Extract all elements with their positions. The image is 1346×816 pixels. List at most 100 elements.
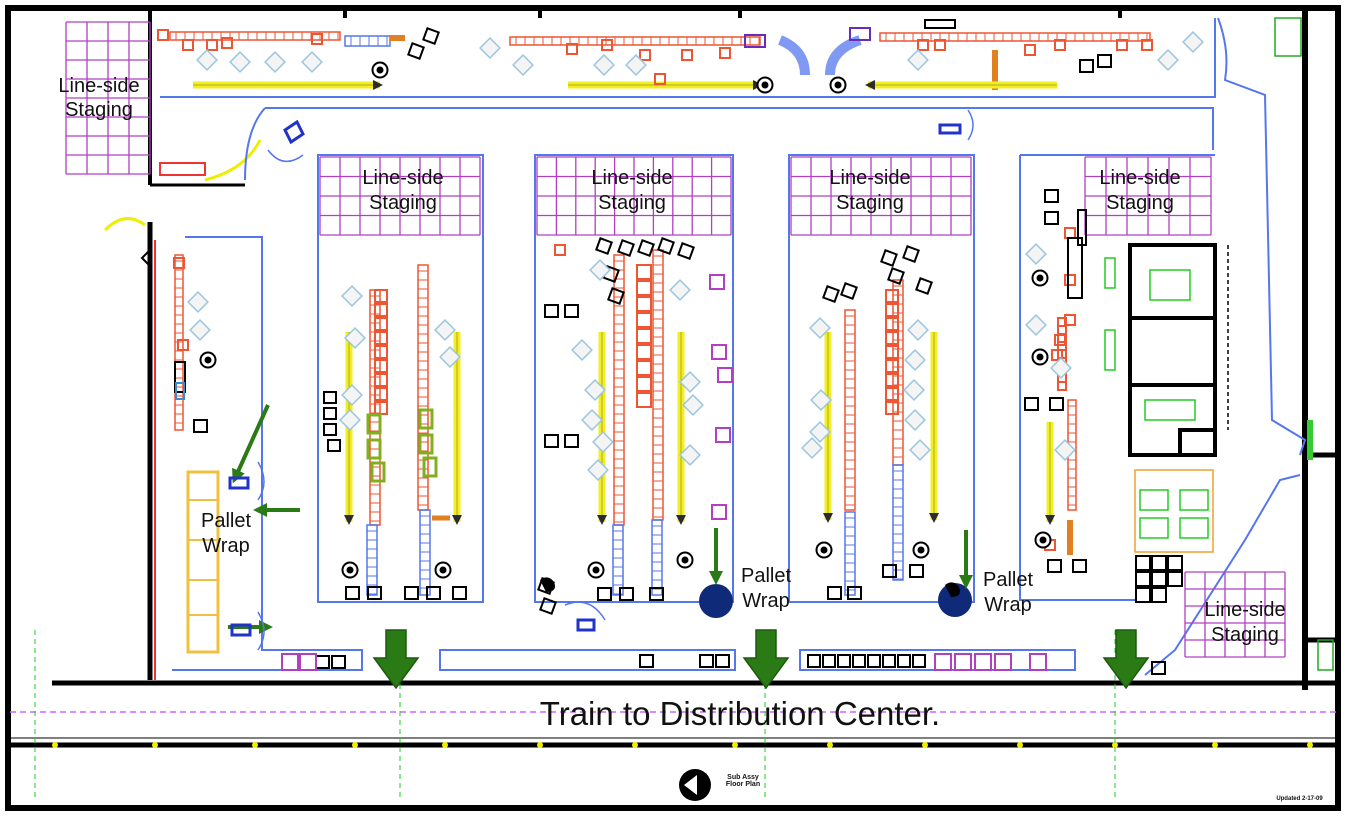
station-marker: [945, 582, 960, 597]
column-marker: [52, 742, 58, 748]
workstations: [187, 31, 1204, 481]
green-arrow: [232, 404, 270, 484]
workstation: [904, 409, 926, 431]
staging-grids: [65, 21, 1286, 658]
equipment-box: [554, 244, 566, 256]
column-marker: [1212, 742, 1218, 748]
equipment-box: [174, 361, 186, 393]
aisle-outlines: [160, 17, 1307, 676]
equipment-box: [374, 331, 388, 345]
equipment-box: [885, 317, 899, 331]
equipment-box: [173, 257, 185, 269]
column-marker: [732, 742, 738, 748]
equipment-box: [311, 33, 323, 45]
conveyor: [613, 254, 625, 526]
pallet-wrap-machine: [938, 583, 972, 617]
equipment-box: [1077, 209, 1087, 246]
workstation: [1025, 314, 1047, 336]
workstation: [341, 384, 363, 406]
conveyor: [879, 32, 1151, 42]
equipment-box: [994, 653, 1012, 671]
workstation: [907, 319, 929, 341]
equipment-box: [744, 34, 766, 48]
station-marker: [199, 351, 217, 369]
workstation: [1025, 243, 1047, 265]
station-marker: [756, 76, 774, 94]
equipment-box: [934, 39, 946, 51]
equipment-box: [840, 282, 858, 300]
column-marker: [442, 742, 448, 748]
equipment-box: [1135, 587, 1151, 603]
station-marker: [1031, 348, 1049, 366]
equipment-box: [852, 654, 866, 668]
equipment-box: [954, 653, 972, 671]
workstation: [810, 389, 832, 411]
equipment-box: [974, 653, 992, 671]
station-marker: [829, 76, 847, 94]
equipment-box: [1049, 397, 1064, 411]
workstation: [907, 49, 929, 71]
equipment-box: [323, 423, 337, 436]
equipment-box: [885, 387, 899, 401]
workstation: [229, 51, 251, 73]
equipment-box: [619, 587, 634, 601]
equipment-box: [1141, 39, 1153, 51]
equipment-box: [1044, 189, 1059, 203]
workstation: [584, 379, 606, 401]
column-marker: [152, 742, 158, 748]
equipment-box: [654, 73, 666, 85]
equipment-box: [699, 654, 714, 668]
station-markers: [199, 61, 1052, 597]
conveyor: [892, 464, 904, 581]
workstation: [669, 279, 691, 301]
station-marker: [1034, 531, 1052, 549]
equipment-box: [1079, 59, 1094, 73]
equipment-box: [885, 373, 899, 387]
equipment-box: [917, 39, 929, 51]
equipment-box: [1054, 39, 1066, 51]
equipment-box: [544, 304, 559, 318]
equipment-box: [539, 597, 557, 615]
equipment-box: [1067, 237, 1083, 299]
equipment-box: [327, 439, 341, 452]
equipment-box: [407, 42, 425, 60]
workstation: [189, 319, 211, 341]
equipment-box: [1135, 555, 1151, 571]
workstation: [571, 339, 593, 361]
conveyor-bend: [825, 35, 862, 76]
equipment-box: [1044, 211, 1059, 225]
conveyor: [366, 524, 378, 596]
equipment-box: [1047, 559, 1062, 573]
forklift-icons: [228, 119, 962, 637]
equipment-box: [404, 586, 419, 600]
equipment-box: [636, 280, 652, 296]
column-marker: [252, 742, 258, 748]
equipment-box: [822, 654, 836, 668]
column-marker: [632, 742, 638, 748]
equipment-box: [299, 653, 317, 671]
equipment-box: [345, 586, 360, 600]
workstation: [903, 379, 925, 401]
exit-arrow: [742, 629, 790, 690]
equipment-box: [1057, 381, 1067, 391]
equipment-box: [374, 345, 388, 359]
equipment-box: [206, 39, 218, 51]
staging-grid: [536, 156, 732, 236]
equipment-box: [418, 408, 434, 430]
equipment-box: [374, 387, 388, 401]
train-label: Train to Distribution Center.: [539, 695, 941, 732]
conveyor: [612, 524, 624, 596]
equipment-box: [912, 654, 926, 668]
equipment: [157, 19, 1183, 675]
conveyor: [844, 309, 856, 511]
equipment-box: [880, 249, 898, 267]
equipment-box: [564, 434, 579, 448]
workstation: [339, 409, 361, 431]
equipment-box: [617, 239, 635, 257]
equipment-box: [885, 359, 899, 373]
column-markers: [52, 742, 1313, 748]
equipment-box: [849, 27, 871, 41]
equipment-box: [1072, 559, 1087, 573]
